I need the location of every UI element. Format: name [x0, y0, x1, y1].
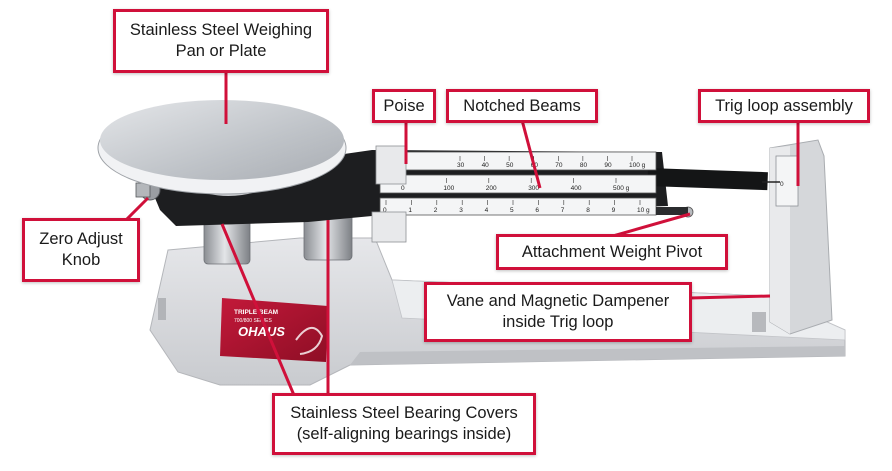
beam-scale-label: 0: [401, 185, 405, 192]
callout-poise: Poise: [372, 89, 436, 123]
callout-trig-loop: Trig loop assembly: [698, 89, 870, 123]
beam-scale-label: 1: [408, 207, 412, 214]
badge-model-line2: 700/800 SERIES: [234, 318, 272, 324]
weighing-pan: [97, 100, 347, 196]
brand-badge: TRIPLE BEAM 700/800 SERIES OHAUS: [220, 298, 328, 362]
callout-trig-loop-text: Trig loop assembly: [715, 96, 853, 115]
callout-bearing-covers-line2: (self-aligning bearings inside): [296, 425, 512, 443]
leader-notched-beams: [520, 119, 542, 189]
callout-vane-line2: inside Trig loop: [502, 313, 614, 331]
callout-bearing-covers: Stainless Steel Bearing Covers (self-ali…: [272, 393, 536, 455]
beam-scale-label: 2: [434, 207, 438, 214]
beam-scale-label: 9: [612, 207, 616, 214]
leader-lines: [122, 72, 800, 401]
callout-vane-line1: Vane and Magnetic Dampener: [446, 292, 670, 310]
callout-zero-adjust-line2: Knob: [61, 251, 101, 269]
callout-attachment-pivot: Attachment Weight Pivot: [496, 234, 728, 270]
callout-vane: Vane and Magnetic Dampener inside Trig l…: [424, 282, 692, 342]
beam-scale-label: 8: [586, 207, 590, 214]
beam-scale-label: 30: [457, 162, 465, 169]
beam-scale-label: 70: [555, 162, 563, 169]
beam-scale-label: 400: [571, 185, 582, 192]
beam-scale-label: 80: [580, 162, 588, 169]
beam-scale-label: 3: [459, 207, 463, 214]
badge-brand: OHAUS: [238, 324, 285, 339]
poise: [371, 145, 407, 243]
beam-scale-label: 500 g: [613, 185, 630, 192]
beam-scale-label: 4: [485, 207, 489, 214]
beam-scale-label: 200: [486, 185, 497, 192]
beam-scale-label: 5: [510, 207, 514, 214]
beam-scale-label: 7: [561, 207, 565, 214]
callout-zero-adjust: Zero Adjust Knob: [22, 218, 140, 282]
callout-weighing-pan-line1: Stainless Steel Weighing: [129, 21, 313, 39]
badge-model-line1: TRIPLE BEAM: [234, 309, 278, 316]
beam-scale-label: 40: [482, 162, 490, 169]
beam-scale-label: 10 g: [637, 207, 650, 214]
callout-zero-adjust-line1: Zero Adjust: [39, 230, 123, 248]
svg-text:0: 0: [780, 181, 784, 188]
beam-scale-label: 100 g: [629, 162, 646, 169]
callout-attachment-pivot-text: Attachment Weight Pivot: [521, 242, 703, 261]
callout-notched-beams: Notched Beams: [446, 89, 598, 123]
callout-poise-text: Poise: [383, 96, 425, 115]
beam-scale-bottom: 0 1 2 3 4 5 6 7 8 9 10 g: [383, 200, 650, 214]
beam-scale-label: 0: [383, 207, 387, 214]
beam-scale-label: 50: [506, 162, 514, 169]
callout-weighing-pan: Stainless Steel Weighing Pan or Plate: [113, 9, 329, 73]
beam-scale-label: 300: [528, 185, 539, 192]
callout-weighing-pan-line2: Pan or Plate: [175, 42, 267, 60]
callout-bearing-covers-line1: Stainless Steel Bearing Covers: [290, 404, 518, 422]
leader-vane: [689, 294, 771, 300]
trig-loop-tower: 0: [762, 139, 833, 335]
beam-scale-label: 90: [604, 162, 612, 169]
leader-bearing-left: [220, 223, 298, 401]
beam-scale-label: 100: [443, 185, 454, 192]
callout-notched-beams-text: Notched Beams: [463, 96, 581, 115]
beam-scale-label: 6: [535, 207, 539, 214]
